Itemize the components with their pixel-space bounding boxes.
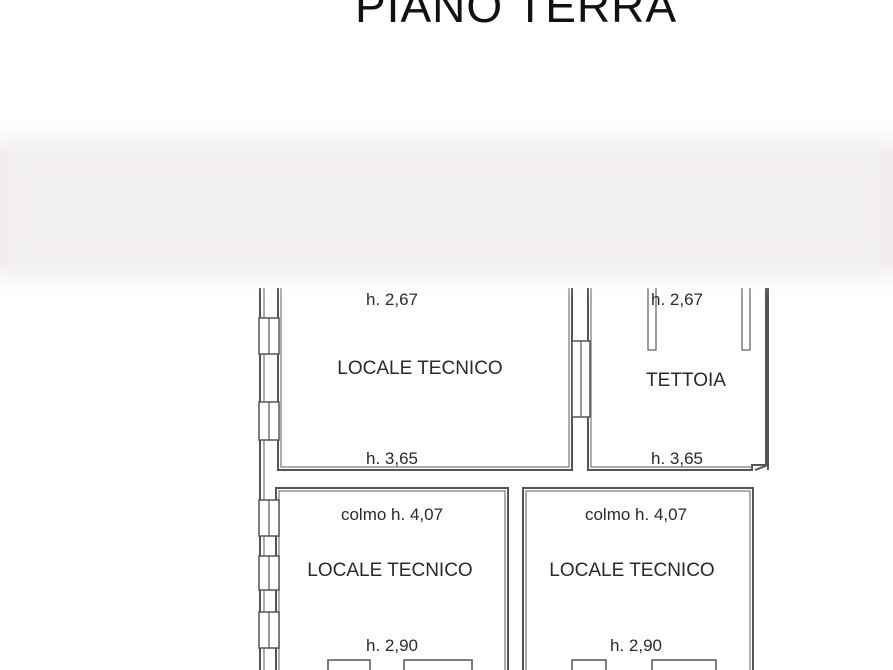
left-wall-windows: [258, 317, 280, 649]
room-tettoia: [587, 285, 767, 471]
bottom-wall-windows: [327, 659, 717, 670]
room-4-top-height: colmo h. 4,07: [585, 505, 687, 524]
room-1-bottom-height: h. 3,65: [366, 449, 418, 468]
redacted-band: [0, 128, 893, 288]
room-3-name: LOCALE TECNICO: [307, 560, 472, 581]
room-1-name: LOCALE TECNICO: [337, 358, 502, 379]
partition-window: [571, 340, 591, 418]
room-2-bottom-height: h. 3,65: [651, 449, 703, 468]
plan-title: PIANO TERRA: [355, 0, 677, 32]
room-3-top-height: colmo h. 4,07: [341, 505, 443, 524]
room-4-bottom-height: h. 2,90: [610, 636, 662, 655]
room-4-name: LOCALE TECNICO: [549, 560, 714, 581]
room-locale-tecnico-3: [522, 487, 754, 670]
room-2-name: TETTOIA: [646, 370, 726, 391]
room-1-top-height: h. 2,67: [366, 290, 418, 309]
room-2-top-height: h. 2,67: [651, 290, 703, 309]
room-3-bottom-height: h. 2,90: [366, 636, 418, 655]
outer-walls: [259, 285, 769, 670]
